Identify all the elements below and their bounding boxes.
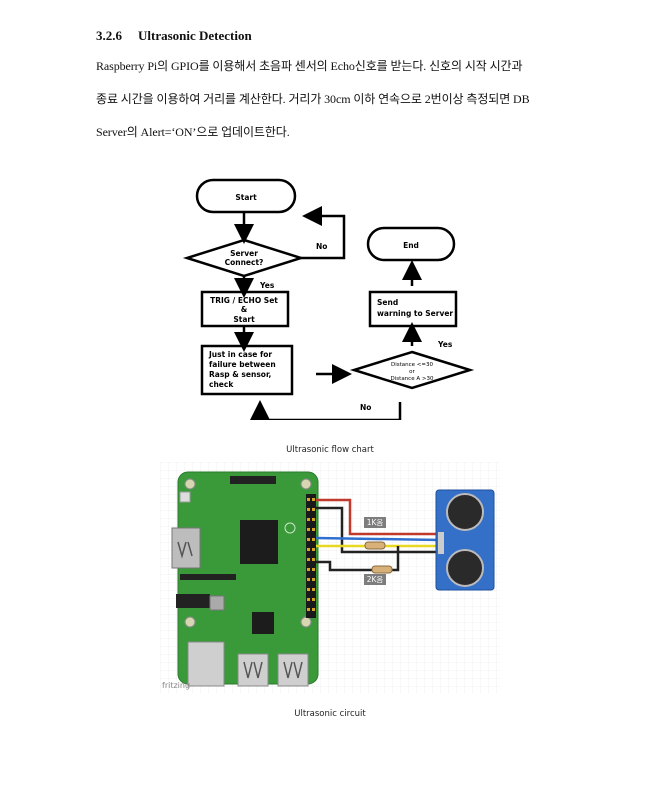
- decision1-line2: Connect?: [225, 258, 264, 267]
- section-title: Ultrasonic Detection: [138, 28, 252, 43]
- check-box-line2: failure between: [209, 360, 276, 369]
- camera-connector: [180, 574, 236, 580]
- yes-label-2: Yes: [437, 340, 453, 349]
- check-box-line4: check: [209, 380, 234, 389]
- section-number: 3.2.6: [96, 28, 122, 43]
- resistor-2k-label-bg: [364, 574, 386, 585]
- send-box-line1: Send: [377, 298, 398, 307]
- usb-port-1: [237, 653, 269, 687]
- wire-trig: [315, 536, 441, 542]
- yes-label: Yes: [259, 281, 275, 290]
- decision2-line3: Distance A >30: [391, 376, 434, 382]
- resistor-1k-label-bg: [364, 517, 386, 528]
- arrow-no-return: [250, 400, 402, 420]
- hdmi-port: [171, 527, 201, 569]
- set-box-line3: Start: [233, 315, 255, 324]
- check-box-line1: Just in case for: [208, 350, 272, 359]
- resistor-2k: [371, 565, 393, 574]
- send-box-line2: warning to Server: [377, 309, 453, 318]
- audio-jack: [176, 594, 210, 608]
- wire-vcc: [316, 498, 440, 536]
- sensor-transmitter: [446, 493, 484, 531]
- no-label: No: [316, 242, 327, 251]
- fritzing-watermark: fritzing: [162, 681, 190, 690]
- ethernet-port: [187, 641, 225, 687]
- end-label: End: [403, 241, 419, 250]
- set-box-line1: TRIG / ECHO Set: [210, 296, 278, 305]
- display-connector: [230, 476, 276, 484]
- section-heading: 3.2.6 Ultrasonic Detection: [96, 28, 252, 44]
- soc-chip: [240, 520, 278, 564]
- gpio-header: [306, 494, 316, 618]
- ultrasonic-flowchart: Start Server Connect? No Yes TRIG / ECHO…: [182, 178, 475, 420]
- lan-chip: [252, 612, 274, 634]
- usb-port-2: [277, 653, 309, 687]
- wire-gnd: [316, 506, 440, 554]
- flowchart-caption: Ultrasonic flow chart: [286, 445, 374, 455]
- decision2-line1: Distance <=30: [391, 362, 434, 368]
- paragraph-line-3: Server의 Alert=‘ON’으로 업데이트한다.: [96, 125, 290, 139]
- decision2-line2: or: [409, 369, 415, 375]
- resistor-1k-label: 1K옴: [367, 518, 384, 527]
- circuit-caption: Ultrasonic circuit: [294, 709, 366, 719]
- start-label: Start: [235, 193, 257, 202]
- set-box-line2: &: [241, 305, 248, 314]
- sensor-receiver: [446, 549, 484, 587]
- start-terminal: [195, 178, 297, 214]
- check-box-line3: Rasp & sensor,: [209, 370, 272, 379]
- distance-decision: [349, 350, 475, 390]
- resistor-2k-label: 2K옴: [367, 575, 384, 584]
- arrow-no-loop: [301, 206, 346, 260]
- resistor-1k: [364, 541, 386, 550]
- wire-divider-gnd: [316, 546, 400, 572]
- paragraph-line-1: Raspberry Pi의 GPIO를 이용해서 초음파 센서의 Echo신호를…: [96, 59, 523, 73]
- no-label-2: No: [360, 403, 371, 412]
- paragraph-line-2: 종료 시간을 이용하여 거리를 계산한다. 거리가 30cm 이하 연속으로 2…: [96, 92, 530, 106]
- decision1-line1: Server: [230, 249, 258, 258]
- ultrasonic-circuit: 1K옴 2K옴 fritzing: [160, 462, 500, 694]
